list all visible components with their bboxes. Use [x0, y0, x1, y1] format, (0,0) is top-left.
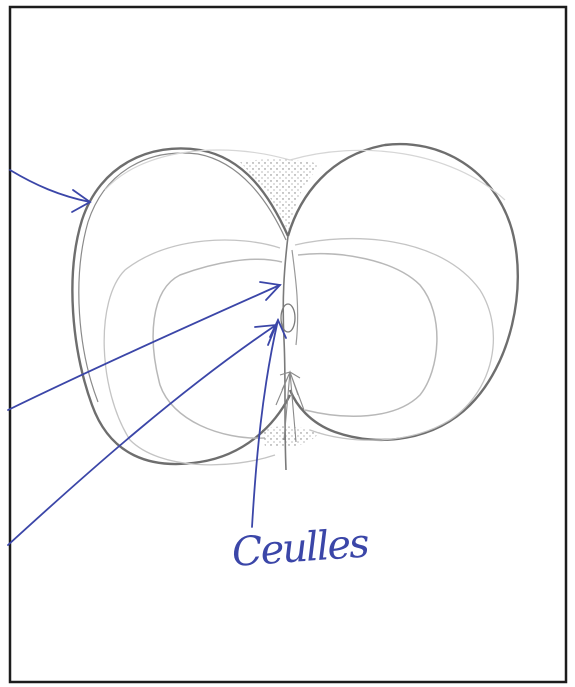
arrow-from-label [252, 320, 286, 527]
arrow-to-outer-lobe [10, 170, 90, 212]
drawing-frame [10, 7, 566, 682]
arrow-to-upper-cell [8, 282, 280, 410]
arrow-to-lower-cell [8, 325, 276, 545]
right-lobe-outline [288, 144, 518, 440]
right-lobe-inner [298, 254, 437, 416]
left-lobe-outline [72, 148, 290, 464]
handwritten-label: Ceulles [230, 521, 369, 576]
left-lobe-outline-stroke2 [79, 153, 286, 402]
central-cleft-line-2 [292, 250, 298, 345]
stippled-region-bottom [262, 426, 320, 447]
